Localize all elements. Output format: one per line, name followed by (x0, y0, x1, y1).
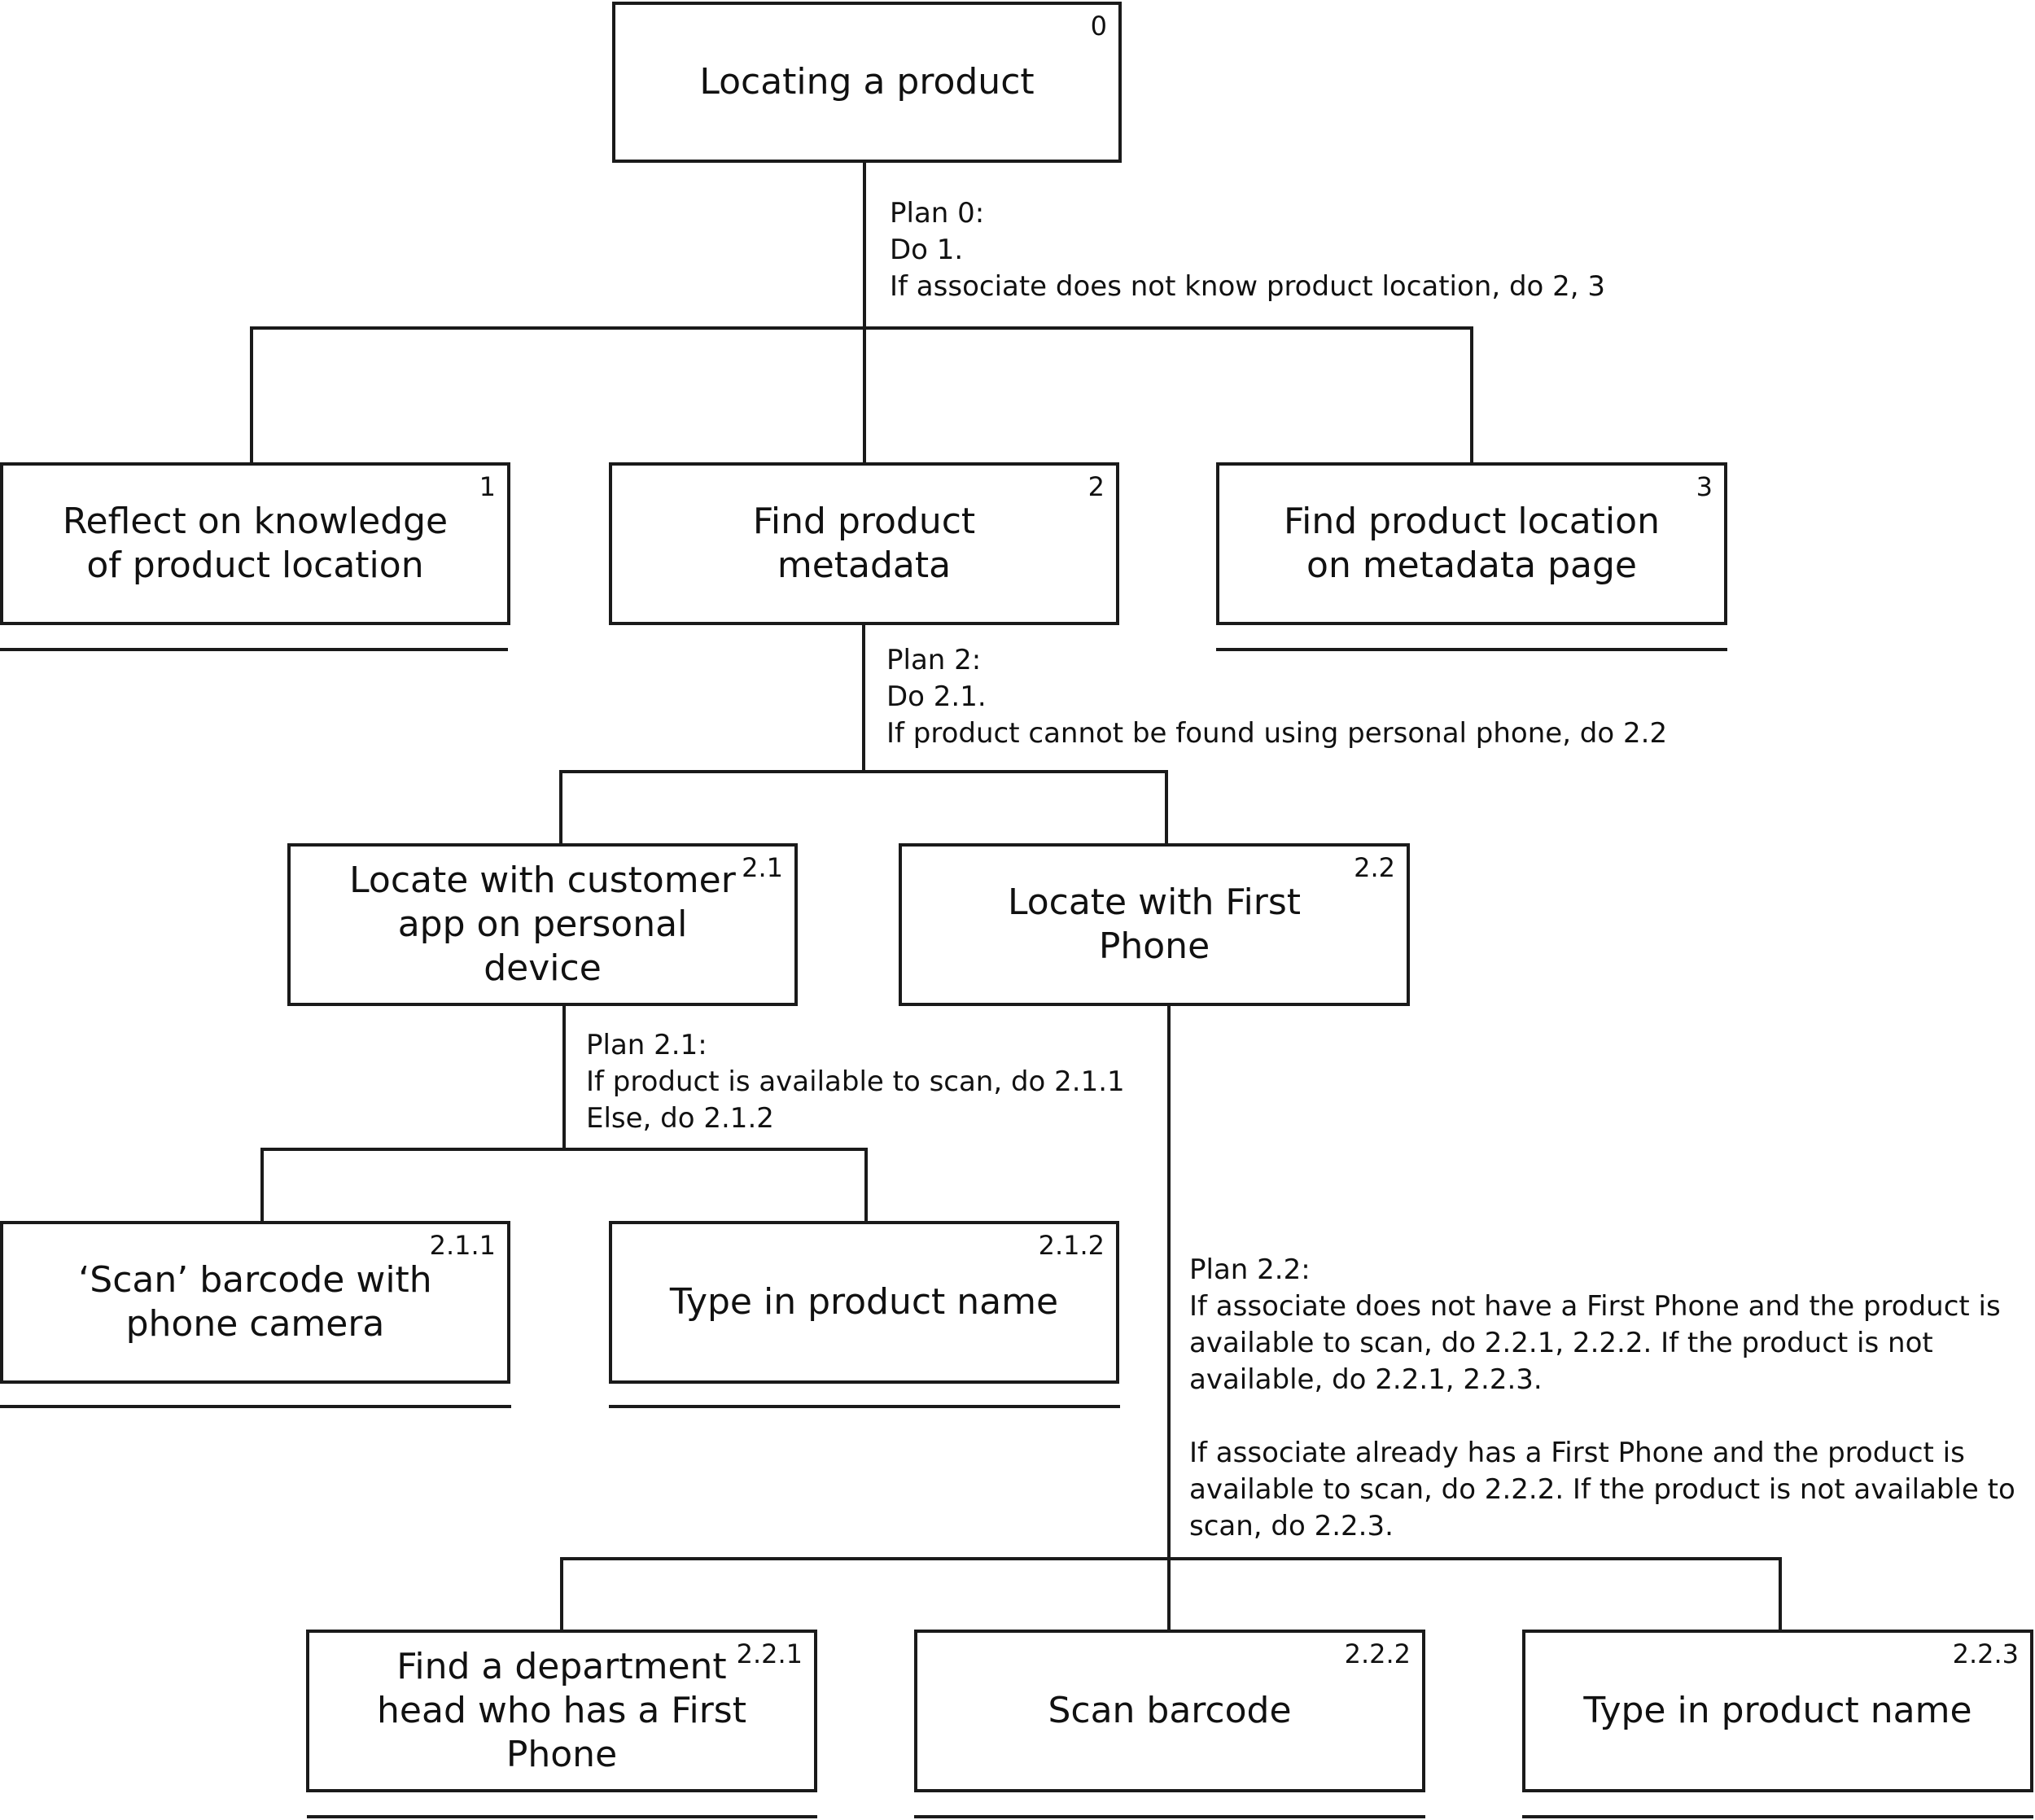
plan-line: available, do 2.2.1, 2.2.3. (1189, 1363, 1543, 1396)
plan-line: Plan 2: (886, 644, 982, 676)
task-box-0: Locating a product 0 (612, 2, 1122, 163)
task-number: 2.2.1 (736, 1638, 803, 1669)
plan-line: available to scan, do 2.2.2. If the prod… (1189, 1473, 2015, 1506)
task-number: 2.1.1 (429, 1230, 496, 1261)
task-number: 2.2.2 (1344, 1638, 1411, 1669)
plan-line: Plan 0: (890, 197, 985, 230)
task-label: Locating a product (699, 61, 1035, 103)
stop-rule (0, 1405, 511, 1408)
task-box-2-2-1: Find a department head who has a First P… (306, 1630, 817, 1792)
task-label: Type in product name (669, 1281, 1059, 1323)
plan-line: If associate does not know product locat… (890, 270, 1606, 303)
plan-line: scan, do 2.2.3. (1189, 1510, 1394, 1542)
task-label: Find product location on metadata page (1284, 501, 1660, 586)
plan-line: Else, do 2.1.2 (586, 1102, 774, 1135)
plan-line: If associate already has a First Phone a… (1189, 1437, 1965, 1469)
task-box-2-2-3: Type in product name 2.2.3 (1522, 1630, 2033, 1792)
stop-rule (0, 648, 508, 651)
plan-line: Plan 2.2: (1189, 1253, 1311, 1286)
plan-2: Plan 2: Do 2.1. If product cannot be fou… (886, 642, 1667, 752)
stop-rule (1216, 648, 1727, 651)
plan-line: Plan 2.1: (586, 1029, 707, 1061)
plan-line: available to scan, do 2.2.1, 2.2.2. If t… (1189, 1327, 1933, 1359)
task-box-1: Reflect on knowledge of product location… (0, 462, 510, 625)
stop-rule (914, 1815, 1425, 1818)
task-number: 1 (479, 471, 496, 502)
plan-line: If associate does not have a First Phone… (1189, 1290, 2001, 1323)
task-number: 3 (1696, 471, 1713, 502)
task-label: Find a department head who has a First P… (377, 1646, 746, 1775)
task-label: ‘Scan’ barcode with phone camera (78, 1259, 432, 1345)
stop-rule (609, 1405, 1120, 1408)
task-number: 2.1 (742, 852, 783, 883)
task-label: Locate with customer app on personal dev… (349, 860, 736, 989)
plan-2-1: Plan 2.1: If product is available to sca… (586, 1027, 1125, 1137)
task-box-3: Find product location on metadata page 3 (1216, 462, 1727, 625)
task-label: Find product metadata (752, 501, 976, 586)
task-label: Locate with First Phone (1007, 882, 1302, 967)
task-label: Reflect on knowledge of product location (62, 501, 449, 586)
plan-0: Plan 0: Do 1. If associate does not know… (890, 195, 1605, 305)
stop-rule (1522, 1815, 2033, 1818)
task-label: Scan barcode (1048, 1690, 1292, 1731)
task-box-2-2: Locate with First Phone 2.2 (899, 843, 1410, 1006)
task-label: Type in product name (1583, 1690, 1972, 1731)
task-box-2-1-2: Type in product name 2.1.2 (609, 1221, 1119, 1384)
plan-line: Do 2.1. (886, 680, 987, 713)
task-number: 2.2.3 (1952, 1638, 2019, 1669)
task-box-2-1: Locate with customer app on personal dev… (287, 843, 798, 1006)
stop-rule (307, 1815, 817, 1818)
task-number: 2.2 (1354, 852, 1395, 883)
plan-2-2: Plan 2.2: If associate does not have a F… (1189, 1252, 2015, 1545)
task-box-2-2-2: Scan barcode 2.2.2 (914, 1630, 1425, 1792)
plan-line (1189, 1398, 2015, 1435)
plan-line: Do 1. (890, 234, 964, 266)
task-number: 2.1.2 (1038, 1230, 1105, 1261)
plan-line: If product is available to scan, do 2.1.… (586, 1065, 1125, 1098)
task-number: 0 (1090, 11, 1107, 42)
task-box-2: Find product metadata 2 (609, 462, 1119, 625)
plan-line: If product cannot be found using persona… (886, 717, 1668, 750)
task-box-2-1-1: ‘Scan’ barcode with phone camera 2.1.1 (0, 1221, 510, 1384)
task-number: 2 (1088, 471, 1105, 502)
